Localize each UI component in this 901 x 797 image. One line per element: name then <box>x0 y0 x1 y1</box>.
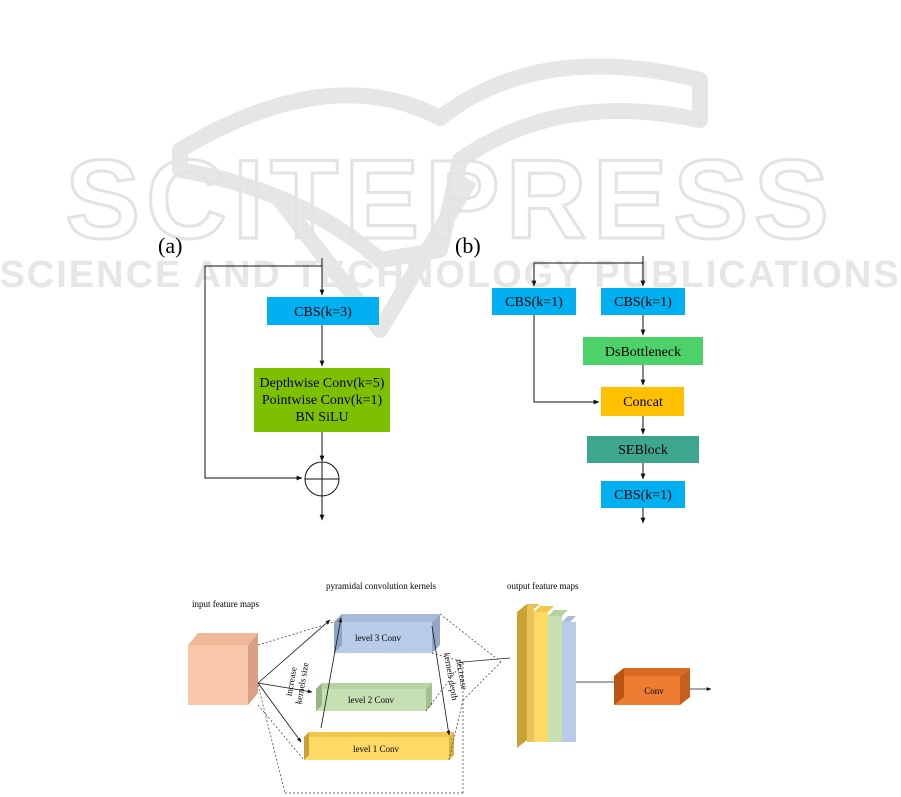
conv-block <box>614 668 690 705</box>
watermark-main: SCITEPRESS <box>65 137 835 262</box>
depthwise-block <box>254 368 390 432</box>
seblock-block <box>587 436 699 463</box>
level2-block <box>316 683 432 711</box>
panel-b-label: (b) <box>455 233 481 258</box>
depthwise-line1: Depthwise Conv(k=5) <box>260 376 385 391</box>
cbs-k3-label: CBS(k=3) <box>294 305 352 320</box>
add-node-icon <box>304 461 340 497</box>
cbs-k3-block <box>267 297 379 325</box>
book-icon <box>172 58 708 338</box>
cbs-right-label: CBS(k=1) <box>614 295 672 310</box>
seblock-label: SEBlock <box>618 443 668 458</box>
cbs-left-block <box>492 288 576 315</box>
cbs-out-block <box>601 481 685 508</box>
output-stack <box>517 604 576 748</box>
input-feature-maps-label: input feature maps <box>192 599 259 609</box>
cbs-out-label: CBS(k=1) <box>614 488 672 503</box>
input-cube <box>188 633 258 705</box>
panel-b: (b) CBS(k=1) CBS(k=1) DsBottleneck Conca… <box>455 233 703 524</box>
level1-label: level 1 Conv <box>353 744 399 754</box>
dsbottleneck-block <box>583 337 703 365</box>
output-feature-maps-label: output feature maps <box>507 581 579 591</box>
cbs-right-block <box>601 288 685 315</box>
cbs-left-label: CBS(k=1) <box>505 295 563 310</box>
level3-label: level 3 Conv <box>355 633 401 643</box>
panel-c: input feature maps pyramidal convolution… <box>188 581 712 794</box>
level1-block <box>304 732 454 760</box>
concat-block <box>601 387 684 416</box>
concat-label: Concat <box>623 395 663 410</box>
depthwise-line2: Pointwise Conv(k=1) <box>262 393 383 408</box>
level3-block <box>334 614 440 653</box>
dsbottleneck-label: DsBottleneck <box>605 345 681 360</box>
depthwise-line3: BN SiLU <box>295 410 348 425</box>
conv-label: Conv <box>644 686 664 696</box>
watermark-sub: SCIENCE AND TECHNOLOGY PUBLICATIONS <box>0 254 901 296</box>
level2-label: level 2 Conv <box>348 695 394 705</box>
panel-a: (a) CBS(k=3) Depthwise Conv(k=5) Pointwi… <box>158 233 390 521</box>
kernels-label: pyramidal convolution kernels <box>326 581 436 591</box>
panel-a-label: (a) <box>158 233 182 258</box>
